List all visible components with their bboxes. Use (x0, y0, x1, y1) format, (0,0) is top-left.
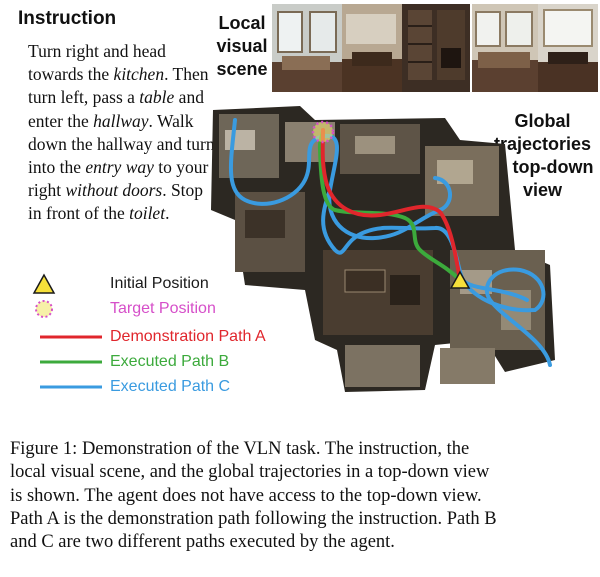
legend-swatch-path_c (40, 385, 102, 389)
caption-line: is shown. The agent does not have access… (10, 485, 482, 506)
local-scene-panorama (272, 4, 598, 92)
caption-line: and C are two different paths executed b… (10, 532, 395, 553)
instruction-fragment: . (165, 203, 170, 224)
caption-line: Figure 1: Demonstration of the VLN task.… (10, 439, 470, 459)
instruction-text: Turn right and head towards the kitchen.… (28, 40, 218, 226)
legend-swatch-path_b (40, 360, 102, 364)
figure-caption: Figure 1: Demonstration of the VLN task.… (10, 438, 592, 554)
legend-marker-target (35, 300, 53, 318)
instruction-fragment: Turn right and head towards the (28, 41, 166, 85)
legend-swatch-path_a (40, 335, 102, 339)
instruction-fragment: to your right (28, 157, 209, 201)
target-position-marker (311, 120, 335, 144)
global-view-label: Global trajectories in top-down view (491, 111, 594, 200)
top-down-map (205, 100, 565, 400)
instruction-fragment: . Stop in front of the (28, 180, 204, 224)
instruction-keyword: kitchen (113, 64, 165, 85)
caption-line: local visual scene, and the global traje… (10, 462, 490, 483)
instruction-keyword: table (139, 87, 175, 108)
initial-position-marker (449, 270, 471, 289)
instruction-keyword: toilet (129, 203, 166, 224)
legend-label-path_a: Demonstration Path A (110, 328, 266, 345)
legend-label-path_b: Executed Path B (110, 353, 230, 370)
instruction-keyword: entry way (85, 157, 154, 178)
legend-label-target: Target Position (110, 300, 216, 317)
instruction-fragment: and enter the (28, 87, 204, 131)
legend-label-initial: Initial Position (110, 275, 209, 292)
executed-path-b (317, 128, 462, 282)
legend-marker-initial (32, 273, 56, 294)
demonstration-path-a (320, 128, 462, 282)
instruction-fragment: . Walk down the hallway and turn into th… (28, 110, 215, 178)
caption-line: Path A is the demonstration path followi… (10, 508, 497, 529)
local-scene-label: Local visual scene (216, 13, 268, 79)
instruction-title: Instruction (18, 8, 117, 29)
instruction-keyword: without doors (65, 180, 163, 201)
legend-swatch-initial (32, 273, 56, 294)
legend-label-path_c: Executed Path C (110, 378, 231, 395)
instruction-keyword: hallway (93, 110, 149, 131)
instruction-fragment: . Then turn left, pass a (28, 64, 209, 108)
legend-swatch-target (35, 300, 53, 318)
